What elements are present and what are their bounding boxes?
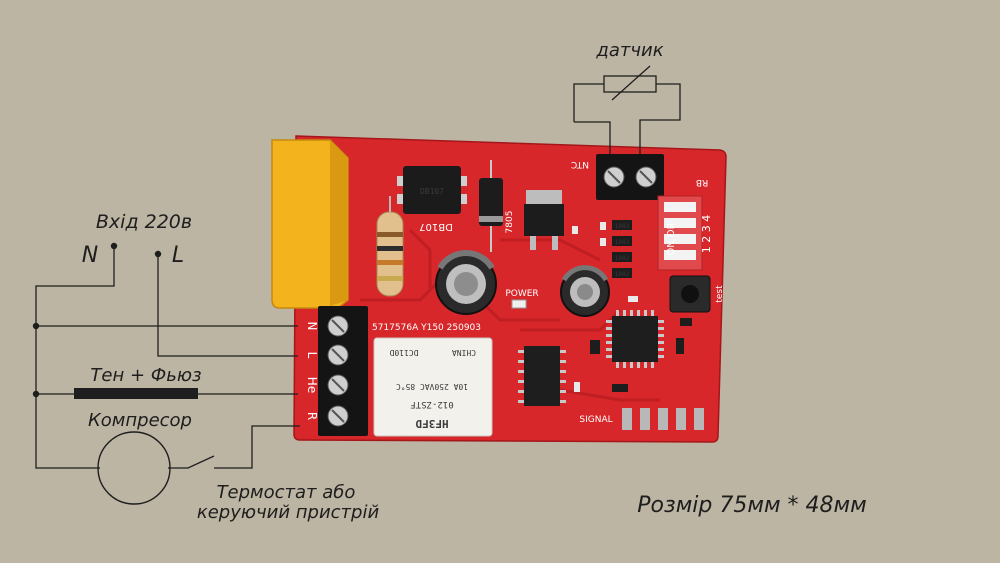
line-label: L [172, 243, 184, 268]
terminal-label-he: He [305, 377, 319, 393]
relay-model: 012-ZSTF [410, 399, 453, 409]
thermostat-switch [168, 455, 215, 469]
rb-label: RB [696, 177, 708, 187]
relay-brand: HF3FD [415, 417, 448, 430]
line-wire [157, 254, 298, 357]
test-button: test [669, 275, 725, 313]
dip-switch: 1 2 3 4 ON DIP RB [657, 177, 713, 271]
power-label: POWER [505, 289, 538, 299]
junction-dot-2 [32, 390, 40, 398]
relay-rating2: DC110D [389, 348, 418, 357]
dip-label: ON DIP [666, 220, 677, 255]
heater-symbol [74, 388, 198, 399]
test-label: test [715, 285, 725, 303]
serial-label: 5717576A Y150 250903 [372, 323, 481, 333]
ntc-terminal: NTC [571, 154, 664, 200]
power-led: POWER [505, 289, 539, 309]
db107-label: DB107 [419, 221, 453, 232]
power-resistor [376, 196, 404, 297]
thermistor-slash [611, 65, 651, 101]
terminal-label-l: L [305, 352, 319, 359]
junction-dot-1 [32, 322, 40, 330]
smd-code-4: 1002 [615, 271, 630, 278]
terminal-label-n: N [305, 322, 319, 331]
neutral-dot [110, 242, 118, 250]
relay-origin: CHINA [452, 348, 476, 357]
sensor-wire-right [639, 83, 681, 154]
terminal-label-r: R [305, 412, 319, 420]
thermostat-label-line1: Термостат або [217, 482, 356, 503]
thermostat-to-board [214, 425, 300, 469]
x2-capacitor [271, 139, 349, 309]
bridge-marking: DB107 [420, 187, 444, 196]
neutral-wire [35, 246, 115, 469]
compressor-symbol [97, 431, 171, 505]
smd-resistors: 1003 1003 1002 1002 [572, 220, 692, 392]
smd-code-1: 1003 [615, 223, 630, 230]
main-terminal-block: N L He R [305, 306, 368, 436]
neutral-label: N [82, 243, 98, 268]
heater-label: Тен + Фьюз [90, 365, 201, 386]
dip-numbers: 1 2 3 4 [700, 215, 713, 253]
smd-code-2: 1003 [615, 239, 630, 246]
wiring-dots [32, 242, 162, 398]
smd-code-3: 1002 [615, 255, 630, 262]
signal-header: SIGNAL [579, 408, 704, 430]
sensor-wire-left [573, 83, 604, 122]
sensor-wire-left-down [574, 121, 611, 154]
size-label: Розмір 75мм * 48мм [637, 493, 866, 518]
reg-label: 7805 [505, 211, 515, 234]
thermostat-label-line2: керуючий пристрій [197, 502, 380, 523]
driver-chip [518, 346, 566, 406]
microcontroller [606, 310, 664, 368]
line-dot [154, 250, 162, 258]
relay-rating1: 10A 250VAC 85°C [396, 382, 468, 391]
electrolytic-capacitor-large [435, 249, 497, 315]
diode [479, 160, 503, 252]
sensor-label: датчик [595, 40, 663, 61]
voltage-regulator: 7805 [505, 190, 564, 250]
compressor-label: Компресор [88, 410, 192, 431]
relay: HF3FD 012-ZSTF 10A 250VAC 85°C DC110D CH… [373, 337, 493, 437]
signal-label: SIGNAL [579, 415, 612, 425]
input-label: Вхід 220в [96, 211, 192, 233]
ntc-label: NTC [571, 159, 589, 169]
bridge-rectifier: DB107 DB107 [397, 166, 467, 232]
electrolytic-capacitor-small [560, 265, 610, 317]
